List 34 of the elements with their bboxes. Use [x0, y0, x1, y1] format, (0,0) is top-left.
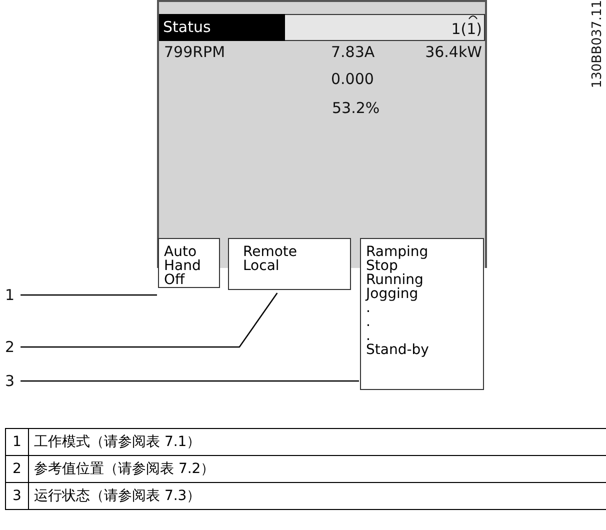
- status-box: [360, 238, 484, 390]
- status-text: Local: [243, 259, 280, 273]
- row-number: 2: [6, 456, 28, 482]
- status-box: [158, 238, 220, 288]
- callout-number: 3: [5, 373, 15, 389]
- page-indicator: 1(1): [451, 19, 482, 39]
- status-text: Off: [164, 273, 186, 287]
- status-text: Running: [366, 273, 424, 287]
- readout-value: 799RPM: [164, 42, 226, 62]
- readout-value: 53.2%: [332, 98, 380, 118]
- status-text: .: [366, 301, 370, 315]
- readout-value: 7.83A: [331, 42, 375, 62]
- status-text: .: [366, 315, 372, 329]
- status-text: Auto: [164, 245, 197, 259]
- status-text: Stop: [366, 259, 398, 273]
- row-number: 3: [6, 482, 28, 510]
- status-text: Remote: [243, 245, 298, 259]
- status-header: Status: [159, 14, 285, 41]
- leader-line: [20, 380, 359, 382]
- figure-id: 130BB037.11: [590, 0, 605, 88]
- status-text: Hand: [164, 259, 202, 273]
- status-text: .: [366, 329, 370, 343]
- status-box: [228, 238, 351, 290]
- readout-value: 36.4kW: [425, 42, 482, 62]
- status-text: Ramping: [366, 245, 430, 259]
- readout-value: 0.000: [331, 69, 374, 89]
- row-number: 1: [6, 428, 28, 456]
- status-text: Stand-by: [366, 343, 430, 357]
- description: 工作模式（请参阅表 7.1）: [28, 428, 606, 456]
- callout-number: 2: [5, 339, 15, 355]
- callout-number: 1: [5, 287, 15, 303]
- leader-line: [20, 294, 157, 296]
- leader-line: [20, 292, 278, 348]
- status-text: Jogging: [366, 287, 418, 301]
